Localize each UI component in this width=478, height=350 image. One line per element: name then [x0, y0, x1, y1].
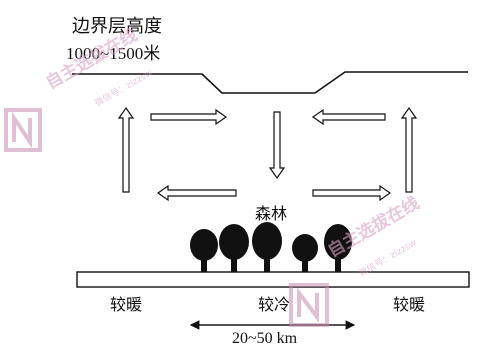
left-ground-label: 较暖	[110, 295, 143, 314]
bottom-left-outward-arrow	[156, 184, 237, 202]
tree-1	[190, 229, 218, 273]
tree-4	[292, 234, 318, 273]
watermark-logo-left	[4, 108, 42, 152]
tree-cluster	[190, 222, 352, 273]
boundary-layer-title: 边界层高度	[72, 16, 162, 37]
forest-label: 森林	[255, 204, 288, 223]
ground-surface	[76, 271, 470, 288]
distance-label: 20~50 km	[232, 330, 298, 347]
right-ground-label: 较暖	[393, 295, 426, 314]
central-downward-arrow	[268, 111, 286, 180]
bottom-right-outward-arrow	[312, 184, 392, 202]
tree-5	[324, 224, 352, 273]
tree-2	[219, 224, 249, 273]
top-right-inward-arrow	[311, 108, 386, 126]
top-left-inward-arrow	[150, 108, 228, 126]
tree-3	[252, 222, 282, 273]
right-upward-arrow	[400, 106, 418, 193]
watermark-logo-bottom	[289, 283, 329, 327]
boundary-layer-range: 1000~1500米	[66, 44, 161, 63]
center-ground-label: 较冷	[258, 295, 291, 314]
boundary-layer-line	[72, 71, 468, 94]
left-upward-arrow	[117, 106, 135, 193]
